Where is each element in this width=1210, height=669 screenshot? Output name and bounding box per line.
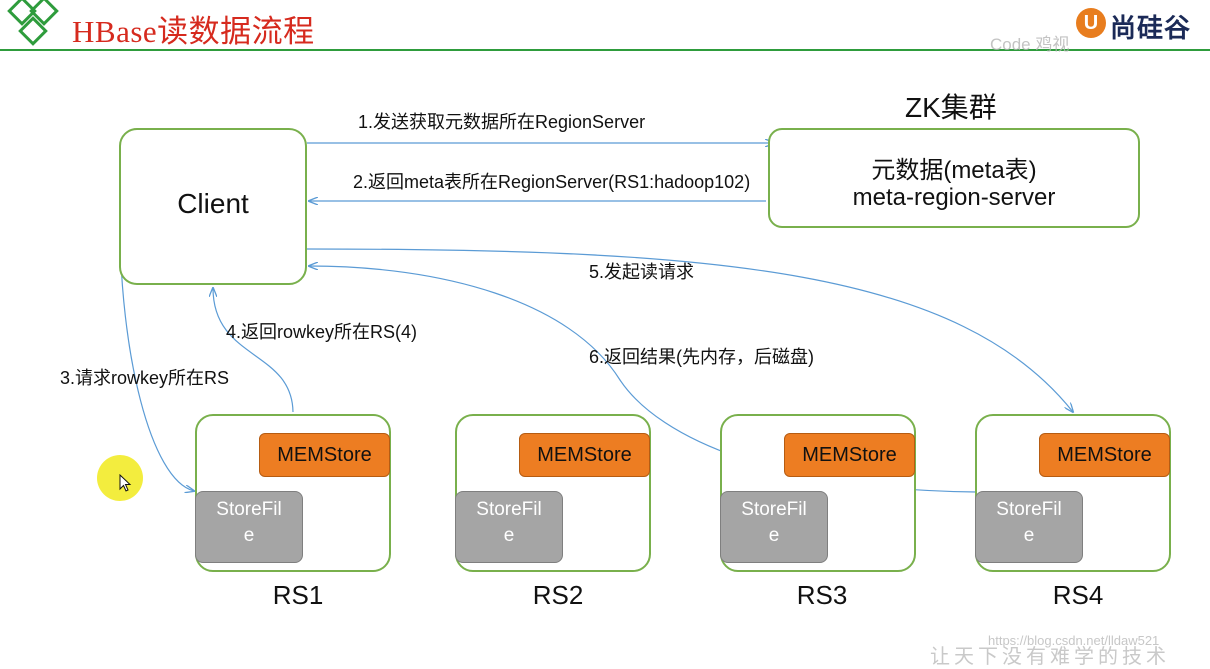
memstore-block: MEMStore: [259, 433, 390, 477]
storefile-block: StoreFil e: [720, 491, 828, 563]
step-2-label: 2.返回meta表所在RegionServer(RS1:hadoop102): [353, 172, 751, 192]
storefile-label: StoreFil: [741, 499, 807, 520]
region-server-label: RS2: [532, 580, 584, 610]
step-3-label: 3.请求rowkey所在RS: [60, 368, 230, 388]
brand-name: 尚硅谷: [1110, 13, 1192, 43]
step-5-label: 5.发起读请求: [589, 262, 695, 282]
storefile-label-wrap: e: [768, 525, 780, 546]
region-server-4: MEMStore StoreFil e: [975, 414, 1171, 572]
storefile-block: StoreFil e: [195, 491, 303, 563]
slide-title: HBase读数据流程: [72, 14, 315, 49]
header-divider: [0, 49, 1210, 51]
zk-cluster-node: 元数据(meta表) meta-region-server: [768, 128, 1140, 228]
zk-metadata-label: 元数据(meta表): [871, 157, 1037, 184]
diamond-logo-icon: [7, 0, 59, 46]
step-6-label: 6.返回结果(先内存，后磁盘): [589, 347, 814, 367]
region-server-3: MEMStore StoreFil e: [720, 414, 916, 572]
slide-header: HBase读数据流程 U 尚硅谷: [0, 0, 1210, 52]
zk-meta-region-server-label: meta-region-server: [852, 184, 1056, 211]
storefile-label: StoreFil: [216, 499, 282, 520]
mouse-pointer-icon: [119, 474, 132, 492]
region-server-1: MEMStore StoreFil e: [195, 414, 391, 572]
arrow-step-4: [213, 288, 294, 413]
region-server-label: RS4: [1052, 580, 1104, 610]
step-4-label: 4.返回rowkey所在RS(4): [226, 322, 418, 342]
brand-mark-icon: U: [1076, 8, 1106, 38]
storefile-block: StoreFil e: [975, 491, 1083, 563]
watermark-top: Code 鸡视: [990, 35, 1070, 54]
zk-cluster-label: ZK集群: [905, 92, 997, 123]
storefile-label-wrap: e: [243, 525, 255, 546]
storefile-label-wrap: e: [503, 525, 515, 546]
region-server-label: RS1: [272, 580, 324, 610]
url-watermark: https://blog.csdn.net/lldaw521: [988, 633, 1160, 648]
storefile-block: StoreFil e: [455, 491, 563, 563]
client-node: Client: [119, 128, 307, 285]
memstore-block: MEMStore: [519, 433, 650, 477]
storefile-label-wrap: e: [1023, 525, 1035, 546]
storefile-label: StoreFil: [996, 499, 1062, 520]
storefile-label: StoreFil: [476, 499, 542, 520]
region-server-2: MEMStore StoreFil e: [455, 414, 651, 572]
arrow-step-5: [306, 248, 1073, 412]
memstore-block: MEMStore: [1039, 433, 1170, 477]
client-label: Client: [177, 188, 249, 219]
memstore-block: MEMStore: [784, 433, 915, 477]
brand-logo: U 尚硅谷: [1076, 6, 1210, 46]
region-server-label: RS3: [796, 580, 848, 610]
step-1-label: 1.发送获取元数据所在RegionServer: [358, 112, 646, 132]
